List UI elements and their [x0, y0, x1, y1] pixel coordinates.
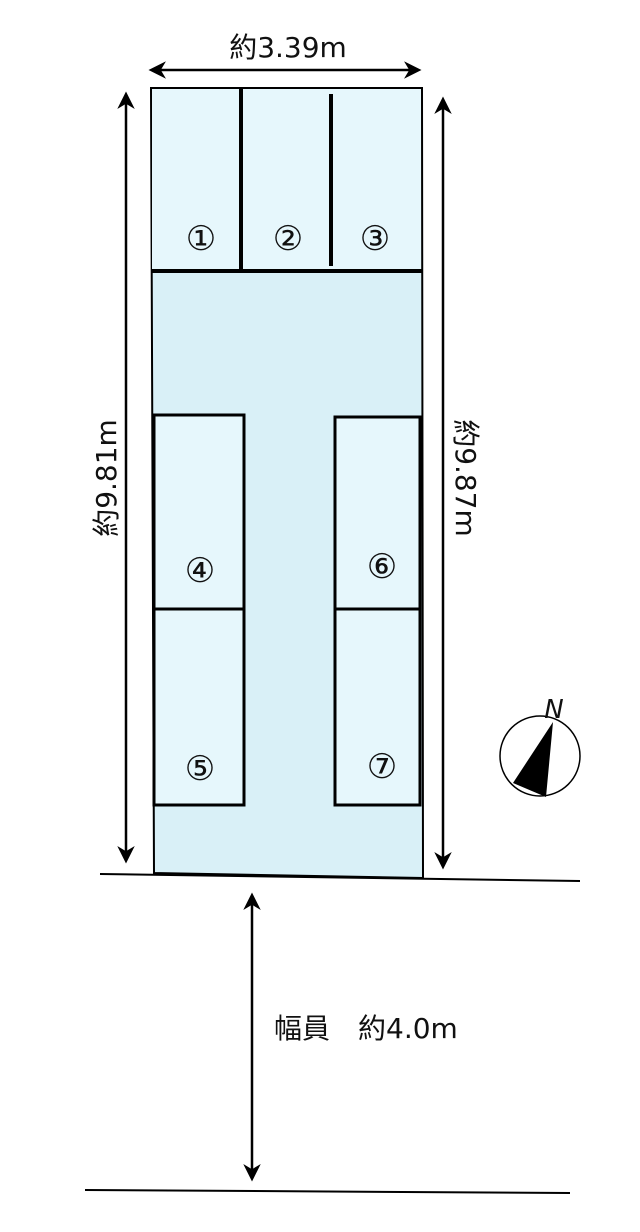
space-label-2: ② [273, 219, 303, 259]
top-slots-area [152, 89, 421, 270]
space-label-3: ③ [360, 219, 390, 259]
space-label-5: ⑤ [185, 749, 215, 789]
right-length-label: 約9.87m [449, 419, 482, 537]
road-edge-top [99, 873, 581, 882]
space-label-6: ⑥ [367, 547, 397, 587]
road-width-label: 幅員 約4.0m [274, 1012, 458, 1045]
road-edge-bottom [84, 1189, 571, 1194]
left-length-label: 約9.81m [90, 419, 123, 537]
space-label-1: ① [186, 219, 216, 259]
space-label-4: ④ [185, 551, 215, 591]
compass-north-label: N [544, 695, 563, 725]
space-7 [333, 607, 422, 807]
space-label-7: ⑦ [367, 747, 397, 787]
width-label: 約3.39m [229, 31, 347, 64]
compass-icon: N [499, 695, 581, 797]
space-5 [152, 607, 246, 807]
